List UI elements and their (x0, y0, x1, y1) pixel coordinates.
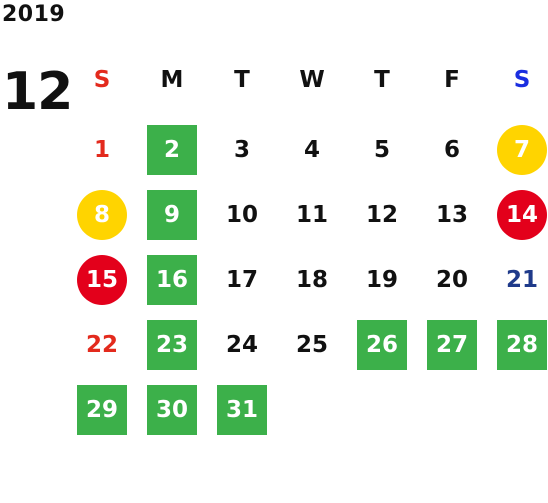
day-cell[interactable]: 6 (443, 137, 460, 163)
weekday-header-sunday: S (93, 67, 111, 93)
day-cell[interactable]: 12 (365, 202, 398, 228)
day-cell[interactable]: 27 (427, 320, 477, 370)
weekday-header-saturday: S (513, 67, 531, 93)
day-cell[interactable]: 7 (497, 125, 547, 175)
day-cell[interactable]: 19 (365, 267, 398, 293)
weekday-header-wednesday: W (299, 67, 325, 93)
weekday-header-tuesday: T (234, 67, 250, 93)
day-cell[interactable]: 5 (373, 137, 390, 163)
day-cell[interactable]: 26 (357, 320, 407, 370)
day-cell[interactable]: 23 (147, 320, 197, 370)
day-cell[interactable]: 31 (217, 385, 267, 435)
day-cell[interactable]: 22 (85, 332, 118, 358)
day-cell[interactable]: 20 (435, 267, 468, 293)
day-cell[interactable]: 10 (225, 202, 258, 228)
day-cell[interactable]: 3 (233, 137, 250, 163)
year-label: 2019 (2, 2, 66, 27)
month-number: 12 (2, 62, 73, 122)
day-cell[interactable]: 2 (147, 125, 197, 175)
day-cell[interactable]: 16 (147, 255, 197, 305)
day-cell[interactable]: 11 (295, 202, 328, 228)
day-cell[interactable]: 8 (77, 190, 127, 240)
day-cell[interactable]: 1 (93, 137, 110, 163)
day-cell[interactable]: 24 (225, 332, 258, 358)
day-cell[interactable]: 29 (77, 385, 127, 435)
day-cell[interactable]: 13 (435, 202, 468, 228)
day-cell[interactable]: 17 (225, 267, 258, 293)
weekday-header-friday: F (444, 67, 460, 93)
day-cell[interactable]: 15 (77, 255, 127, 305)
day-cell[interactable]: 4 (303, 137, 320, 163)
day-cell[interactable]: 25 (295, 332, 328, 358)
day-cell[interactable]: 21 (505, 267, 538, 293)
day-cell[interactable]: 14 (497, 190, 547, 240)
weekday-header-thursday: T (374, 67, 390, 93)
day-cell[interactable]: 28 (497, 320, 547, 370)
weekday-header-monday: M (160, 67, 184, 93)
day-cell[interactable]: 18 (295, 267, 328, 293)
day-cell[interactable]: 9 (147, 190, 197, 240)
day-cell[interactable]: 30 (147, 385, 197, 435)
